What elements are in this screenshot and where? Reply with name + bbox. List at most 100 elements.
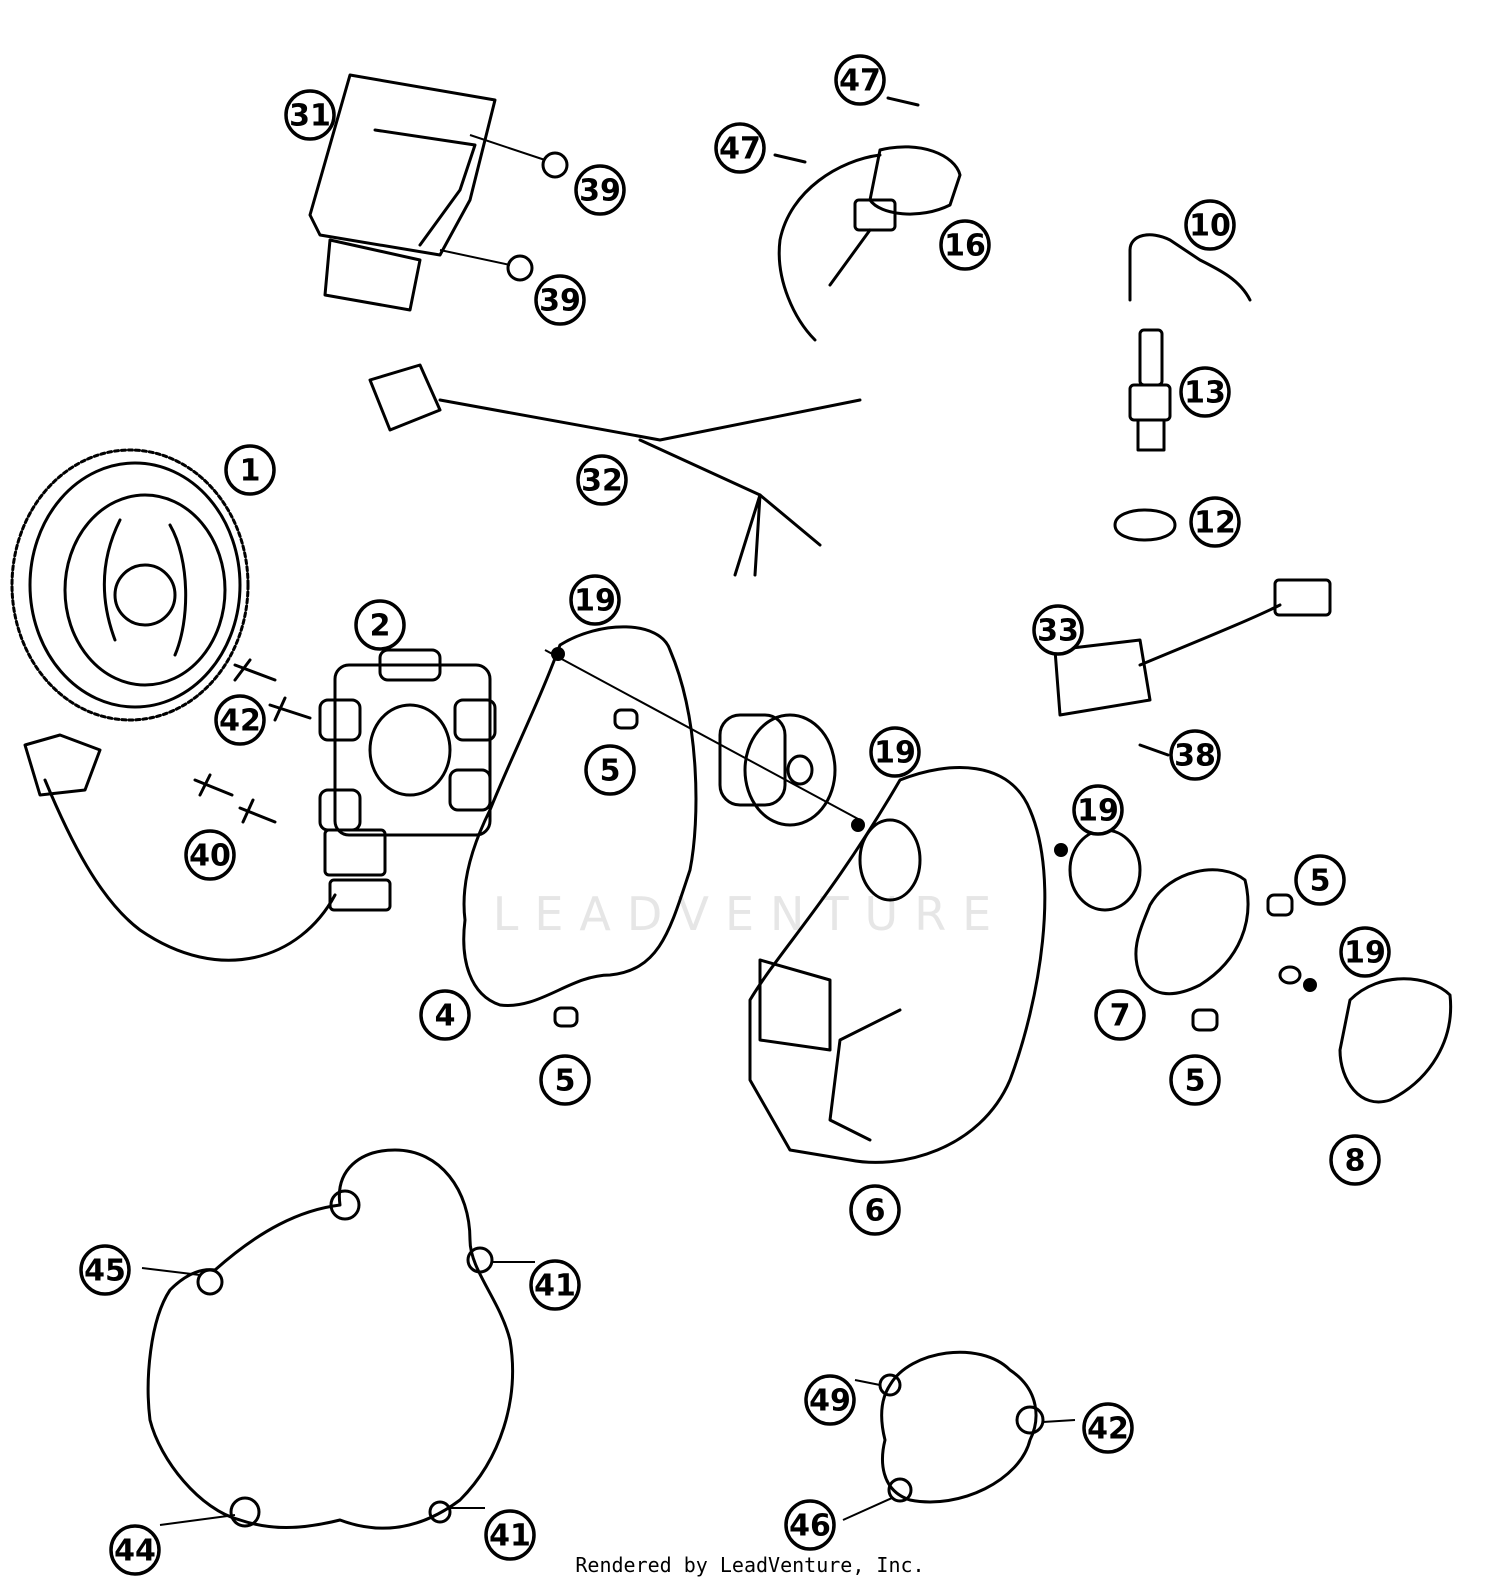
callout-circle [869, 726, 921, 778]
callout-40: 40 [184, 829, 236, 881]
callout-19: 19 [569, 574, 621, 626]
callout-circle [534, 274, 586, 326]
callout-7: 7 [1094, 989, 1146, 1041]
credit-line: Rendered by LeadVenture, Inc. [575, 1553, 925, 1577]
callout-label: 7 [1110, 999, 1131, 1034]
callout-label: 45 [84, 1254, 126, 1289]
large-cover-gasket [146, 1148, 514, 1530]
callout-5: 5 [1294, 854, 1346, 906]
callout-19: 19 [1072, 784, 1124, 836]
callout-circle [354, 599, 406, 651]
callout-label: 46 [789, 1509, 831, 1544]
callout-label: 19 [1344, 936, 1386, 971]
callout-6: 6 [849, 1184, 901, 1236]
ignition-cover-part [748, 766, 1047, 1164]
callout-5: 5 [1169, 1054, 1221, 1106]
callout-circle [224, 444, 276, 496]
callout-label: 39 [539, 284, 581, 319]
callout-circle [1184, 199, 1236, 251]
callout-49: 49 [804, 1374, 856, 1426]
callout-circle [184, 829, 236, 881]
callout-circle [1082, 1402, 1134, 1454]
large-gasket-holes [196, 1189, 494, 1528]
callout-label: 47 [839, 64, 881, 99]
callout-label: 5 [555, 1064, 576, 1099]
callout-circle [1169, 1054, 1221, 1106]
cdi-screws [439, 134, 569, 282]
callout-label: 5 [1310, 864, 1331, 899]
callout-circle [834, 54, 886, 106]
stator-bolts [193, 658, 312, 824]
callout-label: 6 [865, 1194, 886, 1229]
callout-1: 1 [224, 444, 276, 496]
callout-label: 31 [289, 99, 331, 134]
callout-label: 41 [489, 1519, 531, 1554]
voltage-regulator-part [1053, 578, 1332, 757]
callout-2: 2 [354, 599, 406, 651]
callout-circle [939, 219, 991, 271]
callout-label: 10 [1189, 209, 1231, 244]
callout-10: 10 [1184, 199, 1236, 251]
callout-label: 32 [581, 464, 623, 499]
callout-circle [484, 1509, 536, 1561]
callout-label: 49 [809, 1384, 851, 1419]
callout-circle [1094, 989, 1146, 1041]
callout-38: 38 [1169, 729, 1221, 781]
callout-45: 45 [79, 1244, 131, 1296]
callout-39: 39 [574, 164, 626, 216]
callout-label: 13 [1184, 376, 1226, 411]
callout-12: 12 [1189, 496, 1241, 548]
callout-circle [1032, 604, 1084, 656]
callout-circle [1189, 496, 1241, 548]
ignition-coil-part [773, 96, 962, 342]
callout-label: 2 [370, 609, 391, 644]
callout-47: 47 [834, 54, 886, 106]
callout-13: 13 [1179, 366, 1231, 418]
callout-label: 19 [1077, 794, 1119, 829]
callout-46: 46 [784, 1499, 836, 1551]
callout-47: 47 [714, 122, 766, 174]
callout-circle [109, 1524, 161, 1576]
callout-32: 32 [576, 454, 628, 506]
callout-circle [419, 989, 471, 1041]
spark-plug-cap-part [1128, 233, 1252, 302]
callout-19: 19 [1339, 926, 1391, 978]
callout-circle [529, 1259, 581, 1311]
callout-8: 8 [1329, 1134, 1381, 1186]
stator-part [23, 648, 497, 962]
grommet-part [1113, 508, 1177, 542]
callout-label: 40 [189, 839, 231, 874]
callout-label: 38 [1174, 739, 1216, 774]
callout-label: 42 [219, 704, 261, 739]
callout-16: 16 [939, 219, 991, 271]
small-gasket-lower-holes [878, 1373, 1045, 1503]
starter-gear-part [544, 649, 861, 827]
callout-41: 41 [529, 1259, 581, 1311]
watermark: LEADVENTURE [493, 887, 1008, 941]
callout-19: 19 [869, 726, 921, 778]
callout-39: 39 [534, 274, 586, 326]
dowel-pins [553, 708, 1294, 1032]
callout-42: 42 [1082, 1402, 1134, 1454]
callout-33: 33 [1032, 604, 1084, 656]
callout-4: 4 [419, 989, 471, 1041]
flywheel-part [10, 448, 250, 722]
callout-circle [576, 454, 628, 506]
callout-label: 5 [1185, 1064, 1206, 1099]
callout-circle [539, 1054, 591, 1106]
callouts: 1245555678101213161919191931323338393940… [79, 54, 1391, 1576]
small-cover-gasket-lower [880, 1350, 1038, 1504]
callout-label: 8 [1345, 1144, 1366, 1179]
inner-cover-gasket [462, 625, 698, 1007]
small-cover-part [1338, 977, 1453, 1104]
callout-circle [1294, 854, 1346, 906]
callout-circle [79, 1244, 131, 1296]
callout-circle [214, 694, 266, 746]
leader-lines [141, 1261, 1076, 1526]
callout-circle [584, 744, 636, 796]
callout-circle [1179, 366, 1231, 418]
callout-circle [714, 122, 766, 174]
callout-label: 12 [1194, 506, 1236, 541]
nuts [551, 647, 1317, 992]
